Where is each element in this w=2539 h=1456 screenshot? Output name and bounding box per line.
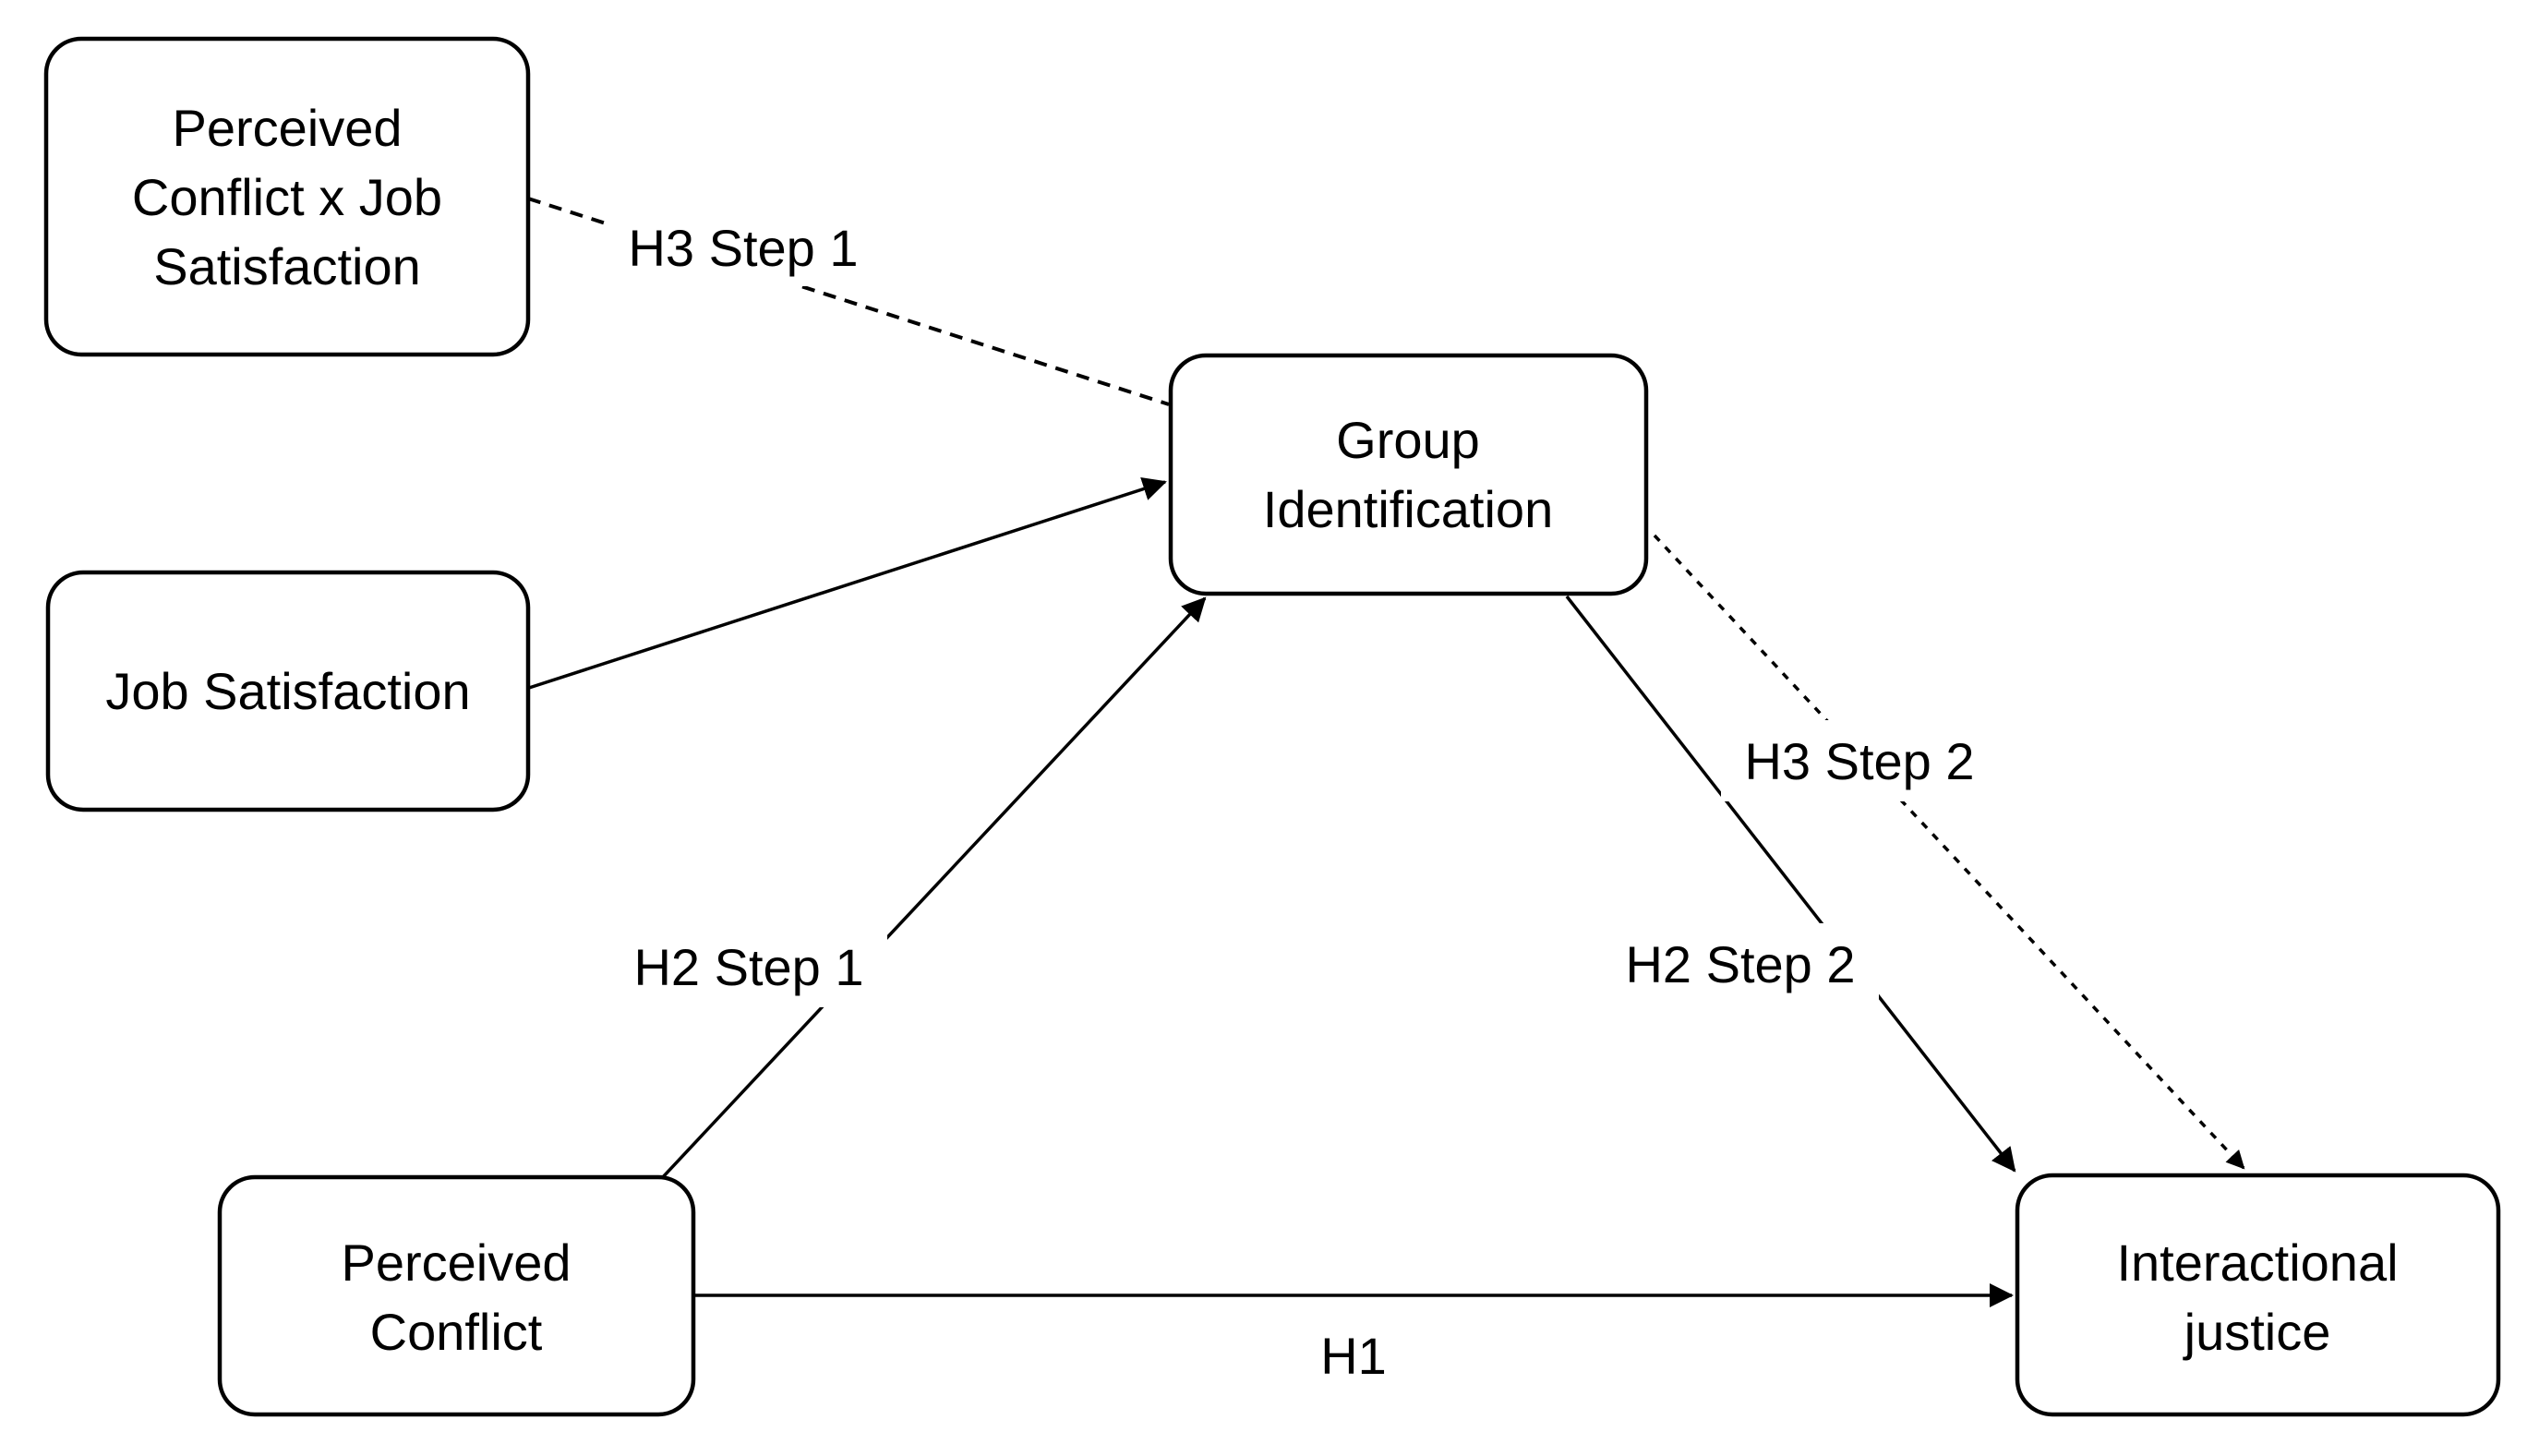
node-interactional-justice-line-1: Interactional xyxy=(2116,1233,2398,1292)
edge-h2-step-1-line xyxy=(659,596,1207,1181)
node-group-identification: Group Identification xyxy=(1168,353,1649,596)
nodes-layer: Perceived Conflict x Job Satisfaction Jo… xyxy=(43,36,2501,1417)
node-interactional-justice-box xyxy=(2015,1173,2501,1417)
node-perceived-conflict-x-job-satisfaction-line-3: Satisfaction xyxy=(153,237,421,295)
edge-labels-layer: H3 Step 1 H2 Step 1 H3 Step 2 H2 Step 2 … xyxy=(605,211,1998,1394)
node-perceived-conflict-box xyxy=(217,1174,696,1417)
node-job-satisfaction-box xyxy=(45,570,531,812)
node-perceived-conflict-x-job-satisfaction-box xyxy=(43,36,531,357)
edge-job-satisfaction-to-group-identification-line xyxy=(528,477,1167,690)
edges-layer xyxy=(527,197,2245,1307)
edge-h2-step-1-label: H2 Step 1 xyxy=(633,938,863,996)
node-perceived-conflict-line-1: Perceived xyxy=(341,1233,571,1292)
node-job-satisfaction-line-1: Job Satisfaction xyxy=(105,662,470,720)
node-group-identification-line-1: Group xyxy=(1336,411,1480,469)
node-interactional-justice: Interactional justice xyxy=(2015,1173,2501,1417)
node-perceived-conflict-x-job-satisfaction-line-1: Perceived xyxy=(172,99,402,157)
node-job-satisfaction: Job Satisfaction xyxy=(45,570,531,812)
node-interactional-justice-line-2: justice xyxy=(2183,1303,2331,1361)
edge-h1-label: H1 xyxy=(1320,1327,1387,1385)
edge-h2-step-2-line xyxy=(1565,595,2016,1173)
edge-h3-step-2-dotted-line xyxy=(1653,534,2245,1170)
node-perceived-conflict-line-2: Conflict xyxy=(370,1303,543,1361)
node-group-identification-box xyxy=(1168,353,1649,596)
edge-h3-step-2-label: H3 Step 2 xyxy=(1744,732,1974,790)
edge-h3-step-2-label-bg xyxy=(1721,720,1998,801)
edge-h3-step-1-label-bg xyxy=(605,211,882,286)
edge-h1-label-bg xyxy=(1289,1317,1418,1394)
node-perceived-conflict: Perceived Conflict xyxy=(217,1174,696,1417)
edge-h2-step-1-label-bg xyxy=(610,926,887,1007)
node-perceived-conflict-x-job-satisfaction-line-2: Conflict x Job xyxy=(132,168,442,226)
node-group-identification-line-2: Identification xyxy=(1263,480,1553,538)
edge-h2-step-2-label: H2 Step 2 xyxy=(1625,935,1855,993)
node-perceived-conflict-x-job-satisfaction: Perceived Conflict x Job Satisfaction xyxy=(43,36,531,357)
edge-h3-step-1-label: H3 Step 1 xyxy=(628,219,858,277)
edge-h2-step-2-label-bg xyxy=(1602,923,1879,1005)
